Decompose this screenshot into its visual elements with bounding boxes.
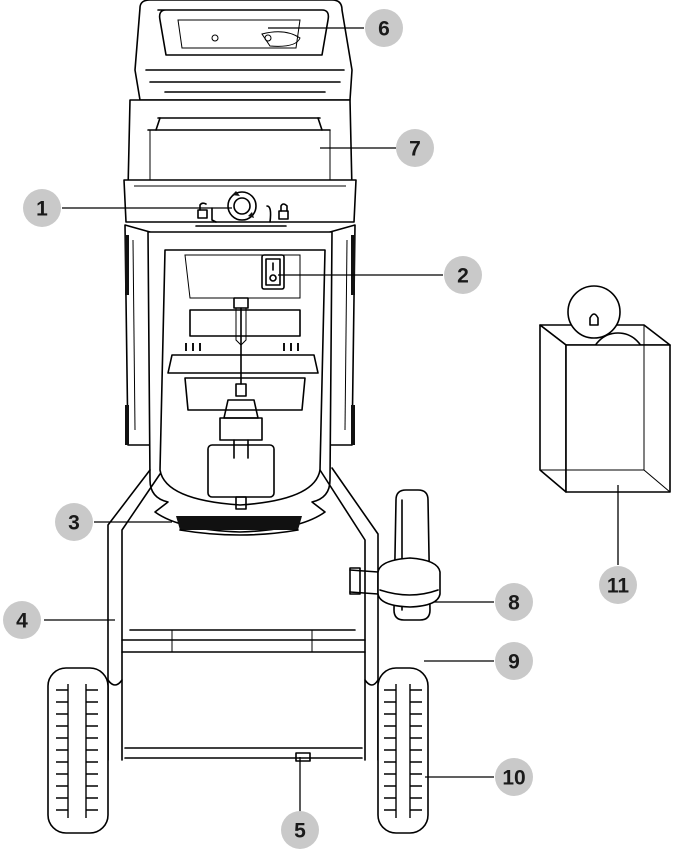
callout-7: 7 (396, 129, 434, 167)
svg-text:4: 4 (16, 610, 28, 633)
svg-text:8: 8 (508, 592, 520, 615)
callout-10: 10 (495, 758, 533, 796)
svg-text:11: 11 (607, 575, 630, 598)
hopper-funnel (134, 0, 353, 101)
svg-text:9: 9 (508, 651, 520, 674)
wheel-right (377, 667, 429, 834)
wheel-left (47, 667, 109, 834)
control-band (123, 179, 357, 227)
frame (107, 467, 379, 762)
callout-6: 6 (365, 9, 403, 47)
pusher-tamper (349, 489, 441, 621)
callout-11: 11 (599, 566, 637, 604)
vent-slots (185, 343, 299, 351)
callout-1: 1 (23, 189, 61, 227)
callout-8: 8 (495, 583, 533, 621)
callout-9: 9 (495, 642, 533, 680)
lock-closed-icon (266, 203, 289, 223)
motor-body (147, 231, 333, 533)
svg-text:6: 6 (378, 18, 390, 41)
svg-text:3: 3 (68, 512, 80, 535)
collection-bag (539, 285, 671, 493)
svg-text:5: 5 (294, 820, 306, 843)
svg-text:7: 7 (409, 138, 421, 161)
upper-housing (127, 99, 353, 191)
callout-5: 5 (281, 811, 319, 849)
callout-4: 4 (3, 601, 41, 639)
callout-2: 2 (444, 256, 482, 294)
leader-lines (44, 27, 619, 812)
on-off-switch (261, 254, 285, 290)
side-panels (124, 224, 356, 446)
power-cord (219, 297, 263, 459)
lock-open-icon (197, 202, 217, 223)
rotary-knob (227, 191, 257, 221)
svg-text:2: 2 (457, 265, 469, 288)
discharge-chute (176, 516, 302, 536)
svg-text:1: 1 (36, 198, 48, 221)
svg-text:10: 10 (502, 767, 525, 790)
callout-3: 3 (55, 503, 93, 541)
frame-clip (295, 752, 311, 762)
